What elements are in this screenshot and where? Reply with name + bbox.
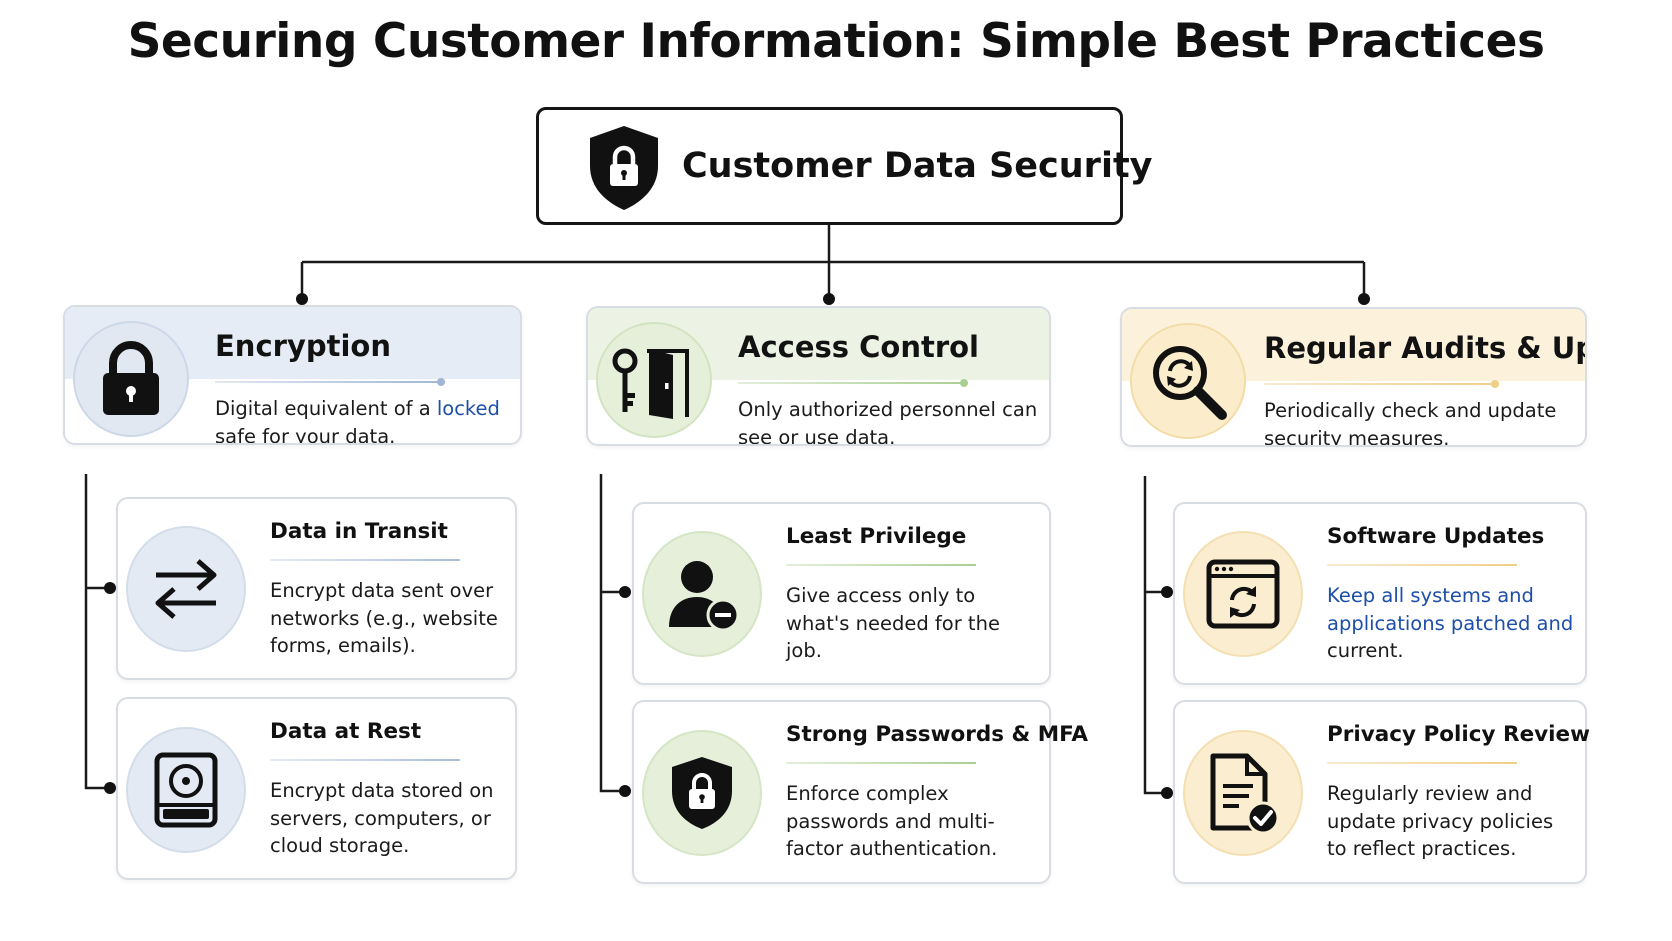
root-node: Customer Data Security xyxy=(536,107,1152,225)
subcard-title: Privacy Policy Review xyxy=(1327,722,1590,747)
subcard-title: Strong Passwords & MFA xyxy=(786,722,1088,747)
transfer-arrows-icon xyxy=(126,526,246,652)
subcard-description: Encrypt data stored on servers, computer… xyxy=(270,779,494,857)
subcard-description: Keep all systems and applications patche… xyxy=(1327,584,1574,662)
subcard-least-privilege: Least Privilege Give access only to what… xyxy=(632,502,1051,685)
subcard-privacy-policy-review: Privacy Policy Review Regularly review a… xyxy=(1173,700,1590,884)
subcard-title: Least Privilege xyxy=(786,524,967,549)
subcard-description: Enforce complex passwords and multi-fact… xyxy=(786,782,998,860)
subcard-description: Give access only to what's needed for th… xyxy=(786,584,1000,662)
category-audits-updates: Regular Audits & Updates Periodically ch… xyxy=(1120,307,1587,447)
category-encryption: Encryption Digital equivalent of a locke… xyxy=(63,305,522,445)
category-description: Digital equivalent of a locked safe for … xyxy=(215,397,500,445)
user-minus-icon xyxy=(642,531,762,657)
subcard-data-at-rest: Data at Rest Encrypt data stored on serv… xyxy=(116,697,517,880)
page-title: Securing Customer Information: Simple Be… xyxy=(127,14,1545,69)
browser-refresh-icon xyxy=(1183,531,1303,657)
subcard-description: Regularly review and update privacy poli… xyxy=(1327,782,1554,860)
root-label: Customer Data Security xyxy=(682,146,1153,186)
subcard-title: Software Updates xyxy=(1327,524,1545,549)
subcard-software-updates: Software Updates Keep all systems and ap… xyxy=(1173,502,1587,685)
category-description: Only authorized personnel can see or use… xyxy=(738,398,1038,446)
category-title: Regular Audits & Updates xyxy=(1264,331,1585,365)
document-check-icon xyxy=(1183,730,1303,856)
category-title: Encryption xyxy=(215,329,391,363)
key-door-icon xyxy=(596,322,712,438)
subcard-strong-passwords-mfa: Strong Passwords & MFA Enforce complex p… xyxy=(632,700,1088,884)
category-description: Periodically check and update security m… xyxy=(1264,399,1557,447)
category-title: Access Control xyxy=(738,330,979,364)
subcard-data-in-transit: Data in Transit Encrypt data sent over n… xyxy=(116,497,517,680)
subcard-title: Data in Transit xyxy=(270,519,448,544)
padlock-icon xyxy=(73,321,189,437)
subcard-title: Data at Rest xyxy=(270,719,422,744)
hard-drive-icon xyxy=(126,727,246,853)
subcard-description: Encrypt data sent over networks (e.g., w… xyxy=(270,579,498,657)
shield-lock-icon xyxy=(584,122,664,212)
search-refresh-icon xyxy=(1130,323,1246,439)
shield-lock-icon xyxy=(642,730,762,856)
category-access-control: Access Control Only authorized personnel… xyxy=(586,306,1051,446)
